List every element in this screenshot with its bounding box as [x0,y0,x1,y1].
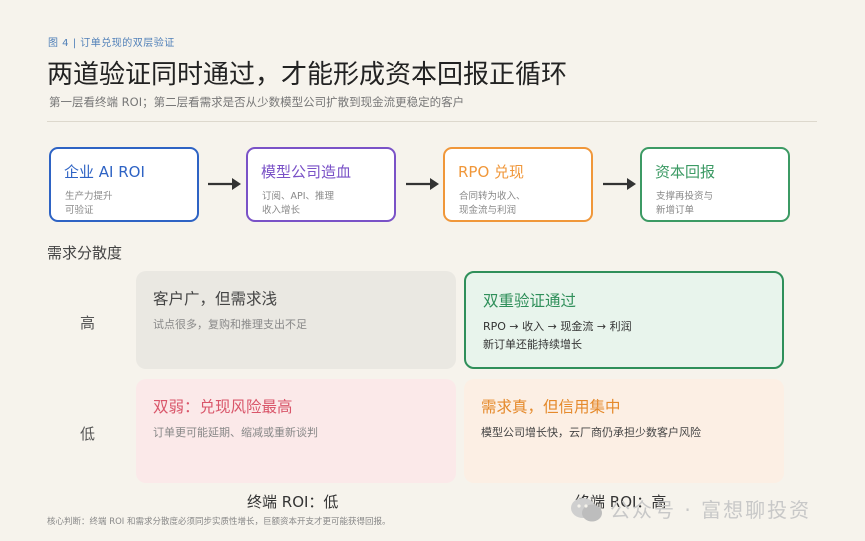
flow-box-desc: 收入增长 [262,205,301,216]
flow-box-desc: 合同转为收入、 [459,191,526,202]
quadrant-concentrated-credit: 需求真，但信用集中 模型公司增长快，云厂商仍承担少数客户风险 [464,379,784,483]
flow-box-title: 资本回报 [655,163,716,181]
flow-box-desc: 生产力提升 [65,191,113,202]
quadrant-desc: 模型公司增长快，云厂商仍承担少数客户风险 [481,426,701,439]
flow-box-title: 企业 AI ROI [64,163,145,181]
watermark-text: 公众号 · 富想聊投资 [610,498,812,522]
flow-box-desc: 新增订单 [656,205,695,216]
flow-box-desc: 支撑再投资与 [656,191,714,202]
flow-arrow [406,178,439,190]
quadrant-double-weak: 双弱：兑现风险最高 订单更可能延期、缩减或重新谈判 [136,379,456,483]
flow-box-desc: 可验证 [65,205,94,216]
page-title: 两道验证同时通过，才能形成资本回报正循环 [47,60,568,90]
wechat-logo-icon [571,498,602,522]
flow-box-desc: 订阅、API、推理 [262,191,335,202]
column-label-roi-low: 终端 ROI：低 [247,493,339,511]
page-subtitle: 第一层看终端 ROI；第二层看需求是否从少数模型公司扩散到现金流更稳定的客户 [49,95,465,109]
quadrant-double-pass: 双重验证通过 RPO → 收入 → 现金流 → 利润 新订单还能持续增长 [464,271,784,369]
quadrant-desc: 订单更可能延期、缩减或重新谈判 [153,426,318,439]
watermark: 公众号 · 富想聊投资 [570,490,855,530]
quadrant-title: 双重验证通过 [483,292,577,310]
flow-arrow [208,178,241,190]
quadrant-title: 双弱：兑现风险最高 [153,398,293,416]
flow-box-model-revenue: 模型公司造血 订阅、API、推理 收入增长 [246,147,396,222]
quadrant-desc: RPO → 收入 → 现金流 → 利润 [483,320,632,333]
flow-box-rpo: RPO 兑现 合同转为收入、 现金流与利润 [443,147,593,222]
y-axis-title: 需求分散度 [47,244,123,262]
quadrant-broad-shallow: 客户广，但需求浅 试点很多，复购和推理支出不足 [136,271,456,369]
flow-box-title: RPO 兑现 [458,163,525,181]
figure-label: 图 4 | 订单兑现的双层验证 [48,38,175,49]
flow-box-title: 模型公司造血 [261,163,352,181]
row-label-high: 高 [80,314,96,332]
quadrant-title: 需求真，但信用集中 [481,398,621,416]
divider [47,121,817,122]
quadrant-desc: 新订单还能持续增长 [483,338,582,351]
flow-box-enterprise-roi: 企业 AI ROI 生产力提升 可验证 [49,147,199,222]
flow-arrow [603,178,636,190]
footnote: 核心判断：终端 ROI 和需求分散度必须同步实质性增长，巨额资本开支才更可能获得… [47,517,391,527]
quadrant-desc: 试点很多，复购和推理支出不足 [153,318,307,331]
quadrant-title: 客户广，但需求浅 [153,290,278,308]
flow-box-desc: 现金流与利润 [459,205,517,216]
flow-box-capital-return: 资本回报 支撑再投资与 新增订单 [640,147,790,222]
row-label-low: 低 [80,425,96,443]
